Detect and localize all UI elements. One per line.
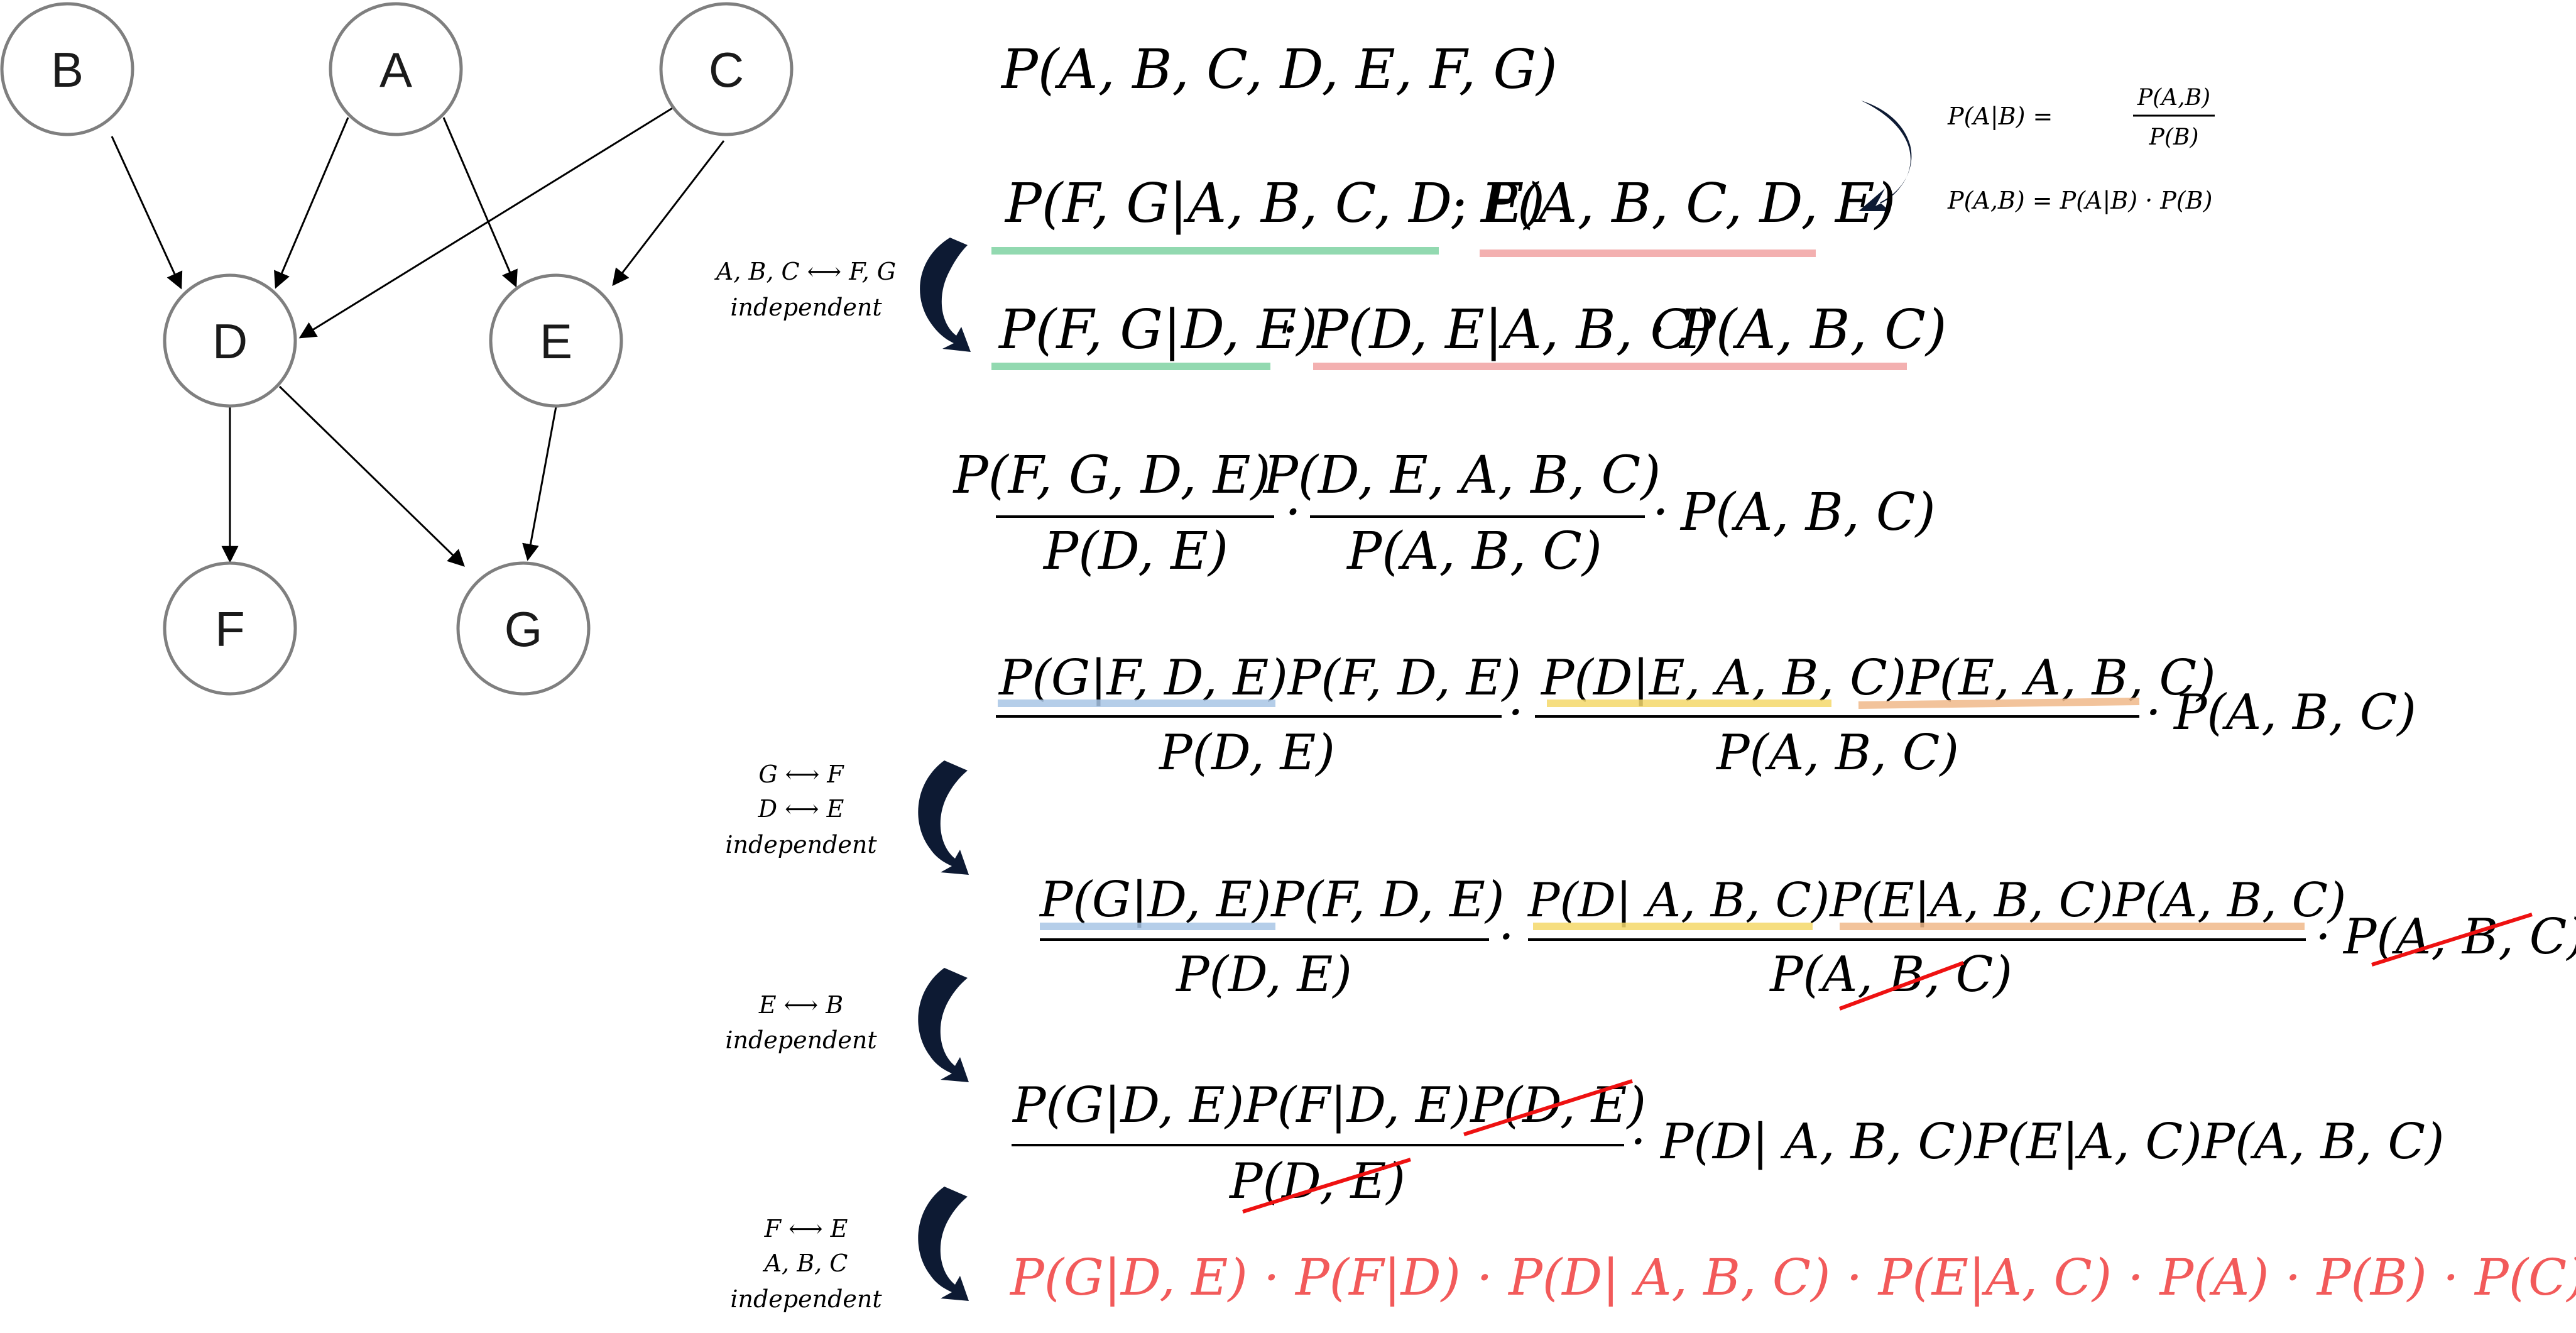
note-4-line-1: F ⟷ E xyxy=(764,1215,848,1242)
node-b-label: B xyxy=(51,42,84,97)
eq7-denominator-strike xyxy=(1242,1158,1411,1214)
curved-arrow-icon xyxy=(918,968,969,1082)
eq7-frac1-numerator: P(G|D, E)P(F|D, E)P(D, E) xyxy=(1012,1077,1646,1134)
bayes-rule-denominator: P(B) xyxy=(2149,124,2199,150)
node-g-label: G xyxy=(505,601,543,657)
note-2-line-3: independent xyxy=(725,831,877,858)
eq5-dot-1: · xyxy=(1508,684,1524,741)
equation-conditional-expansion: P(F, G, D, E) P(D, E) · P(D, E, A, B, C)… xyxy=(952,446,1936,581)
equation-chain-rule-1: P(F, G|A, B, C, D, E) · P(A, B, C, D, E) xyxy=(991,172,1896,257)
eq7-frac1-denominator: P(D, E) xyxy=(1228,1153,1405,1210)
equation-cancellation: P(G|D, E)P(F|D, E)P(D, E) P(D, E) · P(D|… xyxy=(1012,1077,2444,1214)
edge-c-d xyxy=(298,98,687,339)
note-3-line-2: independent xyxy=(725,1026,877,1054)
eq5-highlight-orange xyxy=(1858,698,2140,709)
eq5-frac2-denominator: P(A, B, C) xyxy=(1715,725,1959,781)
equation-chain-expansion: P(G|F, D, E)P(F, D, E) P(D, E) · P(D|E, … xyxy=(996,650,2416,781)
eq6-tail-strike xyxy=(2371,913,2533,967)
eq4-tail: P(A, B, C) xyxy=(1679,483,1936,542)
eq3-dot-1: · xyxy=(1282,299,1299,361)
eq3-dot-2: · xyxy=(1649,299,1666,361)
note-4-line-2: A, B, C xyxy=(763,1249,848,1277)
bayes-rule-numerator: P(A,B) xyxy=(2137,85,2210,111)
edge-a-e xyxy=(442,117,518,288)
node-d-label: D xyxy=(212,314,248,369)
note-2: G ⟷ F D ⟷ E independent xyxy=(725,760,877,858)
eq6-dot-1: · xyxy=(1498,909,1514,965)
node-f-label: F xyxy=(215,601,245,657)
eq7-tail: P(D| A, B, C)P(E|A, C)P(A, B, C) xyxy=(1659,1114,2444,1170)
eq6-frac2-numerator: P(D| A, B, C)P(E|A, B, C)P(A, B, C) xyxy=(1527,872,2346,928)
node-b: B xyxy=(0,2,134,136)
node-d: D xyxy=(163,273,297,408)
node-a: A xyxy=(329,2,463,136)
final-factorization: P(G|D, E) · P(F|D) · P(D| A, B, C) · P(E… xyxy=(1009,1248,2576,1307)
curved-arrow-icon xyxy=(918,760,969,875)
eq5-dot-2: · xyxy=(2146,684,2161,741)
product-rule: P(A,B) = P(A|B) · P(B) xyxy=(1947,187,2212,214)
eq4-frac1-denominator: P(D, E) xyxy=(1042,522,1228,581)
note-3-line-1: E ⟷ B xyxy=(758,991,843,1019)
note-1-line-2: independent xyxy=(730,293,882,321)
eq5-tail: P(A, B, C) xyxy=(2173,684,2416,741)
eq4-dot-1: · xyxy=(1285,483,1301,542)
edge-a-d xyxy=(274,117,349,289)
note-1: A, B, C ⟷ F, G independent xyxy=(714,258,896,321)
eq2-term-conditional: P(F, G|A, B, C, D, E) xyxy=(1004,172,1545,235)
equation-joint: P(A, B, C, D, E, F, G) xyxy=(1000,38,1558,101)
eq6-dot-2: · xyxy=(2315,909,2331,965)
eq5-frac1-numerator: P(G|F, D, E)P(F, D, E) xyxy=(998,650,1521,706)
bayes-rule-lhs: P(A|B) = xyxy=(1947,102,2053,130)
node-e: E xyxy=(489,273,623,408)
equation-independence-applied: P(G|D, E)P(F, D, E) P(D, E) · P(D| A, B,… xyxy=(1039,872,2576,1011)
eq4-frac2-denominator: P(A, B, C) xyxy=(1346,522,1602,581)
eq6-frac2-denominator: P(A, B, C) xyxy=(1769,946,2012,1003)
node-c: C xyxy=(659,2,794,136)
note-4: F ⟷ E A, B, C independent xyxy=(730,1215,882,1313)
note-4-line-3: independent xyxy=(730,1285,882,1313)
node-e-label: E xyxy=(540,314,572,369)
eq7-dot: · xyxy=(1630,1114,1646,1170)
eq3-term-abc: P(A, B, C) xyxy=(1678,299,1946,361)
bayes-rule-formula: P(A|B) = P(A,B) P(B) P(A,B) = P(A|B) · P… xyxy=(1947,85,2215,214)
edge-c-e xyxy=(612,140,725,287)
bayes-graph: B A C D E F G xyxy=(0,2,794,696)
edge-d-g xyxy=(278,385,465,567)
eq2-dot: · xyxy=(1451,172,1468,235)
eq4-frac2-numerator: P(D, E, A, B, C) xyxy=(1262,446,1661,505)
edge-b-d xyxy=(111,136,183,290)
curved-arrow-icon xyxy=(918,1187,969,1301)
eq7-numerator-strike xyxy=(1463,1079,1633,1136)
equation-chain-rule-2: P(F, G|D, E) · P(D, E|A, B, C) · P(A, B,… xyxy=(991,299,1946,370)
eq5-frac1-denominator: P(D, E) xyxy=(1158,725,1335,781)
node-g: G xyxy=(456,561,591,696)
curved-arrow-icon xyxy=(920,238,971,352)
node-c-label: C xyxy=(709,42,744,97)
eq5-frac2-numerator: P(D|E, A, B, C)P(E, A, B, C) xyxy=(1540,650,2216,706)
edge-e-g xyxy=(522,406,557,561)
node-a-label: A xyxy=(379,42,412,97)
eq4-dot-2: · xyxy=(1652,483,1669,542)
eq3-term-de: P(D, E|A, B, C) xyxy=(1311,299,1713,361)
eq2-term-marginal: P(A, B, C, D, E) xyxy=(1480,172,1896,235)
eq6-denominator-strike xyxy=(1838,961,1965,1011)
note-3: E ⟷ B independent xyxy=(725,991,877,1054)
note-2-line-1: G ⟷ F xyxy=(758,760,844,788)
eq4-frac1-numerator: P(F, G, D, E) xyxy=(952,446,1271,505)
eq6-frac1-denominator: P(D, E) xyxy=(1175,946,1352,1003)
eq3-term-fg: P(F, G|D, E) xyxy=(998,299,1318,361)
eq6-frac1-numerator: P(G|D, E)P(F, D, E) xyxy=(1039,872,1504,928)
note-1-line-1: A, B, C ⟷ F, G xyxy=(714,258,896,285)
node-f: F xyxy=(163,561,297,696)
note-2-line-2: D ⟷ E xyxy=(758,795,844,823)
